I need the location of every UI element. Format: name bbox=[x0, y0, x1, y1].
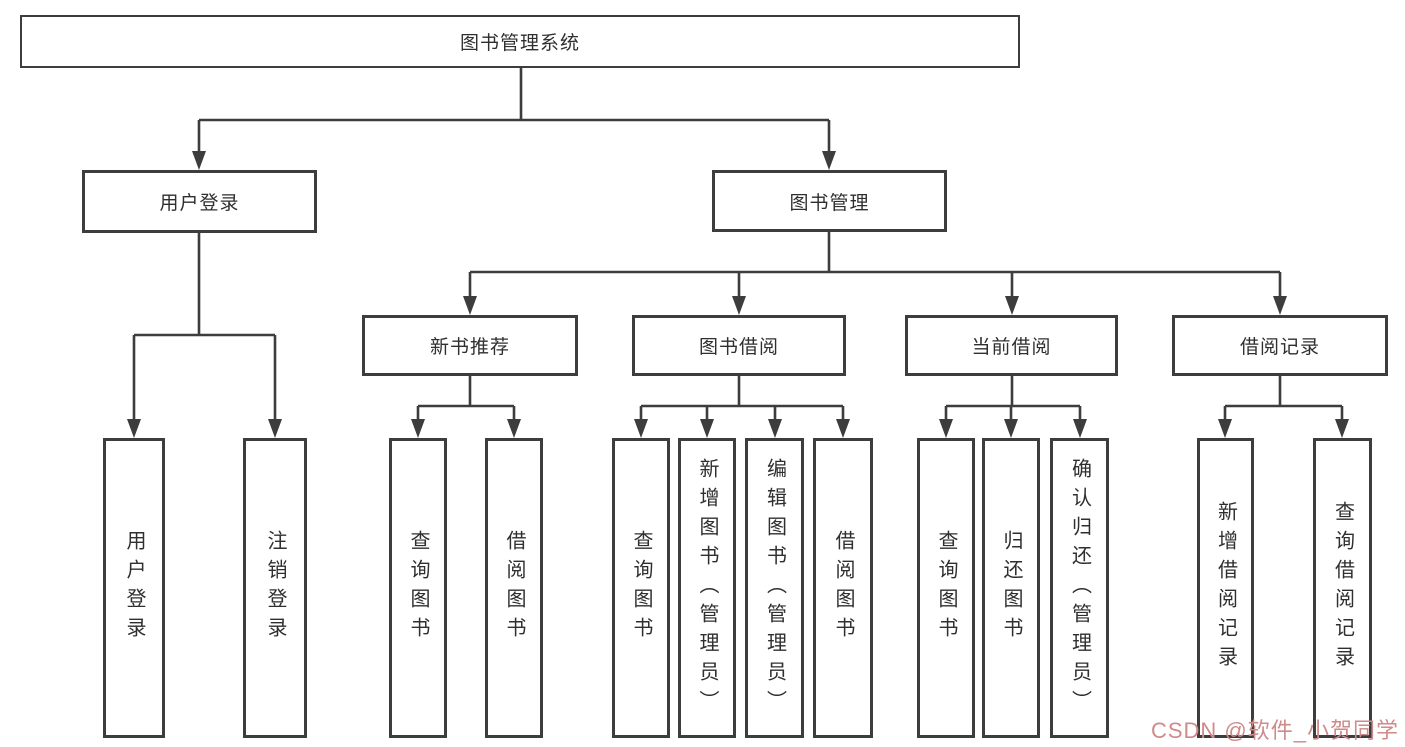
node-label: 新书推荐 bbox=[429, 337, 510, 358]
node-user-login: 用户登录 bbox=[82, 170, 317, 233]
leaf-query-books: 查询图书 bbox=[917, 438, 975, 738]
node-label: 图书借阅 bbox=[698, 337, 779, 358]
node-book-borrowing: 图书借阅 bbox=[632, 315, 846, 376]
connector-book-borrowing-children bbox=[634, 376, 850, 438]
node-label: 新增图书（管理员） bbox=[696, 457, 718, 719]
node-book-management: 图书管理 bbox=[712, 170, 947, 232]
connector-borrowing-records-children bbox=[1218, 376, 1349, 438]
node-current-borrowing: 当前借阅 bbox=[905, 315, 1118, 376]
node-label: 归还图书 bbox=[1000, 530, 1022, 646]
node-label: 用户登录 bbox=[123, 530, 145, 646]
node-label: 确认归还（管理员） bbox=[1068, 457, 1091, 719]
leaf-logout: 注销登录 bbox=[243, 438, 307, 738]
node-label: 新增借阅记录 bbox=[1214, 501, 1237, 675]
node-label: 借阅记录 bbox=[1239, 337, 1320, 358]
node-label: 查询图书 bbox=[630, 530, 652, 646]
node-label: 查询借阅记录 bbox=[1331, 501, 1354, 675]
connector-book-management-children bbox=[463, 232, 1287, 315]
connector-new-book-recommendation-children bbox=[411, 376, 521, 438]
leaf-add-borrowing-record: 新增借阅记录 bbox=[1197, 438, 1254, 738]
node-label: 查询图书 bbox=[407, 530, 429, 646]
connector-user-login-children bbox=[127, 233, 282, 438]
node-label: 用户登录 bbox=[159, 193, 240, 214]
node-label: 注销登录 bbox=[264, 530, 286, 646]
node-label: 图书管理系统 bbox=[459, 33, 580, 54]
leaf-user-login: 用户登录 bbox=[103, 438, 165, 738]
leaf-return-books: 归还图书 bbox=[982, 438, 1040, 738]
node-label: 当前借阅 bbox=[971, 337, 1052, 358]
node-label: 图书管理 bbox=[789, 192, 870, 214]
leaf-add-books-admin: 新增图书（管理员） bbox=[678, 438, 736, 738]
leaf-edit-books-admin: 编辑图书（管理员） bbox=[745, 438, 804, 738]
node-new-book-recommendation: 新书推荐 bbox=[362, 315, 578, 376]
node-label: 借阅图书 bbox=[832, 530, 854, 646]
leaf-query-borrowing-record: 查询借阅记录 bbox=[1313, 438, 1372, 738]
connector-root-to-level2 bbox=[192, 68, 836, 170]
connector-current-borrowing-children bbox=[939, 376, 1087, 438]
node-label: 编辑图书（管理员） bbox=[763, 457, 786, 719]
node-library-management-system: 图书管理系统 bbox=[20, 15, 1020, 68]
leaf-confirm-return-admin: 确认归还（管理员） bbox=[1050, 438, 1109, 738]
node-label: 查询图书 bbox=[935, 530, 957, 646]
node-label: 借阅图书 bbox=[503, 530, 525, 646]
leaf-borrow-books: 借阅图书 bbox=[813, 438, 873, 738]
node-borrowing-records: 借阅记录 bbox=[1172, 315, 1388, 376]
leaf-query-books: 查询图书 bbox=[389, 438, 447, 738]
csdn-watermark: CSDN @软件_小贺同学 bbox=[1150, 718, 1399, 743]
leaf-query-books: 查询图书 bbox=[612, 438, 670, 738]
leaf-borrow-books: 借阅图书 bbox=[485, 438, 543, 738]
